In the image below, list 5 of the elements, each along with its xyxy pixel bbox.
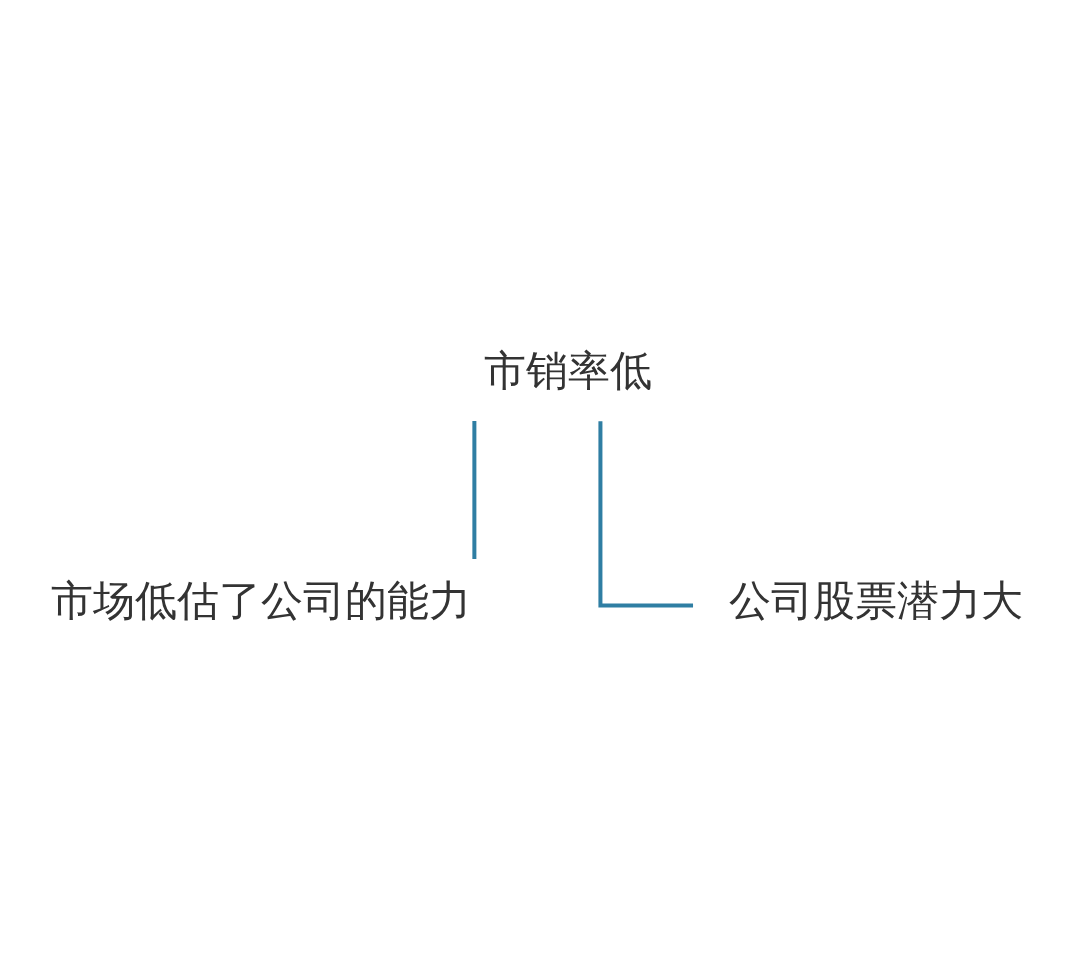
node-text: 公司股票潜力大	[729, 575, 1024, 625]
connector	[472, 421, 477, 559]
node-text: 市销率低	[483, 346, 652, 396]
node-text: 市场低估了公司的能力	[51, 575, 472, 625]
connector	[598, 421, 694, 608]
